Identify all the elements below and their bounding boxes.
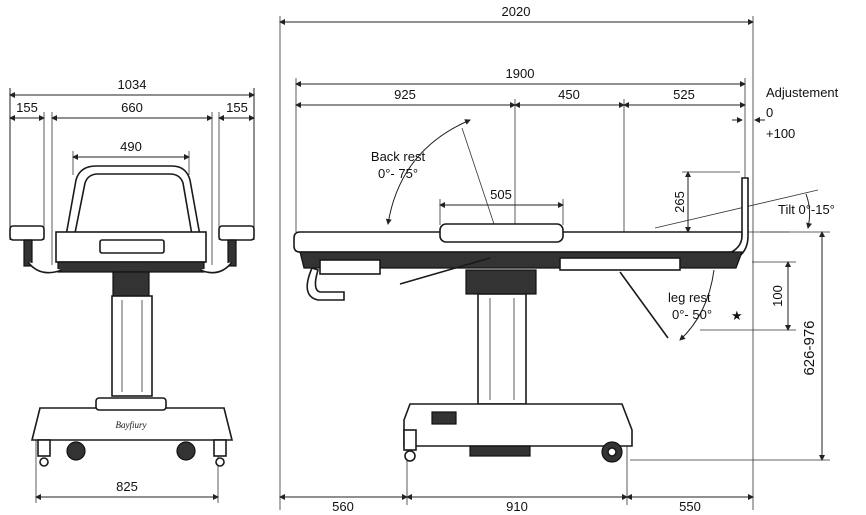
front-dimension-lines	[9, 88, 255, 503]
front-casters	[37, 439, 227, 467]
side-back-section: 925	[394, 87, 416, 102]
legrest-mark: ★	[731, 308, 743, 323]
front-view: Bayfiury 1034 155 660 155 490 825	[9, 77, 255, 503]
front-inner-width: 660	[121, 100, 143, 115]
rail-height: 265	[672, 191, 687, 213]
base-front: 560	[332, 499, 354, 514]
adjustment-max: +100	[766, 126, 795, 141]
front-backrest-width: 490	[120, 139, 142, 154]
front-right-armrest-width: 155	[226, 100, 248, 115]
legrest-range: 0°- 50°	[672, 307, 712, 322]
front-brand-logo: Bayfiury	[116, 420, 147, 430]
backrest-label: Back rest	[371, 149, 426, 164]
backrest-range: 0°- 75°	[378, 166, 418, 181]
side-headrest-pad	[439, 223, 564, 243]
headrest-width: 505	[490, 187, 512, 202]
adjustment-title: Adjustement	[766, 85, 839, 100]
base-mid: 910	[506, 499, 528, 514]
side-view: 2020 1900 925 450 525 Adjustement 0 +100…	[279, 4, 839, 514]
side-seat-length: 1900	[506, 66, 535, 81]
side-handle	[306, 267, 345, 301]
front-left-armrest	[9, 225, 63, 274]
leg-drop: 100	[770, 285, 785, 307]
front-right-armrest	[199, 225, 255, 274]
adjustment-min: 0	[766, 105, 773, 120]
front-overall-width: 1034	[118, 77, 147, 92]
legrest-label: leg rest	[668, 290, 711, 305]
side-column-top	[465, 269, 537, 295]
front-left-armrest-width: 155	[16, 100, 38, 115]
front-base-width: 825	[116, 479, 138, 494]
side-dimension-lines	[279, 16, 830, 510]
front-under-frame	[57, 261, 205, 273]
side-column	[477, 293, 527, 405]
front-column-top	[112, 271, 150, 297]
tilt-label: Tilt 0°-15°	[778, 202, 835, 217]
side-leg-section: 525	[673, 87, 695, 102]
height-range: 626-976	[801, 320, 818, 375]
base-rear: 550	[679, 499, 701, 514]
side-base	[403, 403, 633, 447]
front-headrest-pad	[99, 239, 165, 254]
side-overall-length: 2020	[502, 4, 531, 19]
side-seat-section: 450	[558, 87, 580, 102]
front-column	[111, 295, 153, 397]
side-casters	[403, 429, 623, 463]
